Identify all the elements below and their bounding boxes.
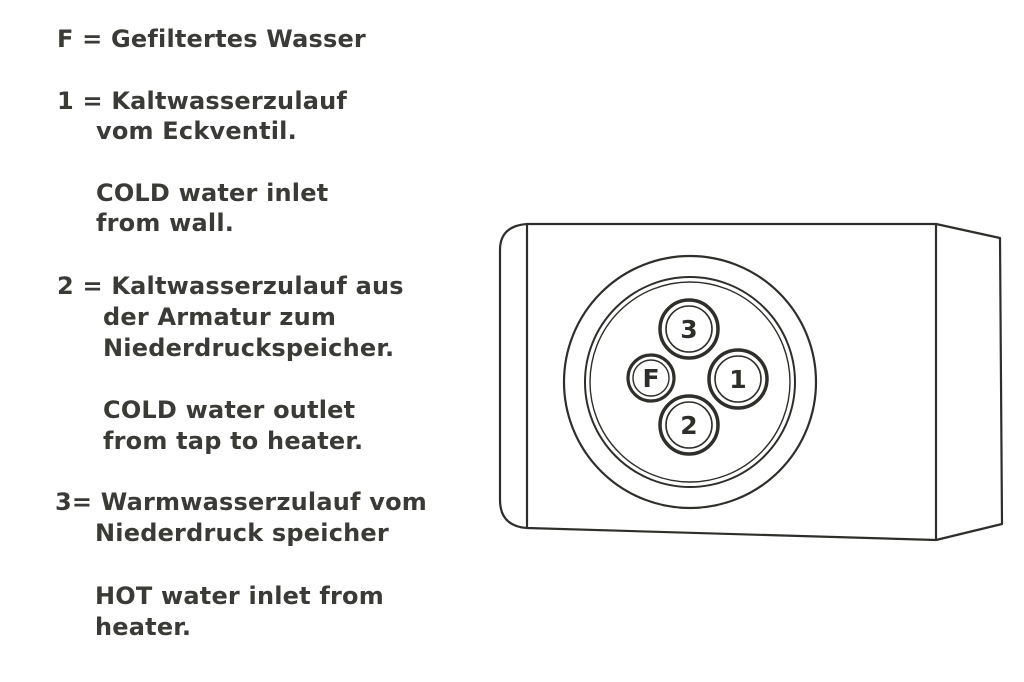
housing-outline [498, 222, 1004, 542]
middle-ring [584, 276, 796, 488]
legend-3-title: 3= Warmwasserzulauf vom [55, 488, 427, 516]
connector-box-drawing: 3 1 2 F [498, 222, 1004, 542]
legend-3-desc: Niederdruck speicher [95, 519, 389, 547]
legend-1-title: 1 = Kaltwasserzulauf [57, 87, 348, 115]
outer-ring [562, 254, 818, 510]
connection-legend: F = Gefiltertes Wasser 1 = Kaltwasserzul… [0, 0, 480, 682]
inner-ring [589, 281, 791, 483]
legend-2-desc-line1: der Armatur zum [103, 303, 337, 331]
port-rings [562, 254, 818, 510]
port-1: 1 [707, 348, 769, 410]
port-2-label: 2 [680, 411, 697, 440]
legend-2-en-line1: COLD water outlet [103, 396, 356, 424]
legend-3-en-line1: HOT water inlet from [95, 582, 384, 610]
legend-2-en-line2: from tap to heater. [103, 427, 364, 455]
legend-2-title: 2 = Kaltwasserzulauf aus [57, 272, 404, 300]
port-f-label: F [642, 364, 659, 393]
legend-f-label: F = Gefiltertes Wasser [57, 25, 366, 53]
port-f: F [626, 353, 676, 403]
port-3-label: 3 [680, 315, 697, 344]
legend-1-en-line1: COLD water inlet [96, 179, 329, 207]
port-3: 3 [658, 298, 720, 360]
port-1-label: 1 [729, 365, 746, 394]
legend-1-en-line2: from wall. [96, 209, 235, 237]
legend-3-en-line2: heater. [95, 613, 192, 641]
port-2: 2 [658, 394, 720, 456]
housing-body [498, 222, 1004, 542]
legend-1-desc: vom Eckventil. [96, 117, 297, 145]
connector-box-diagram: 3 1 2 F [480, 200, 1020, 560]
legend-2-desc-line2: Niederdruckspeicher. [103, 334, 395, 362]
